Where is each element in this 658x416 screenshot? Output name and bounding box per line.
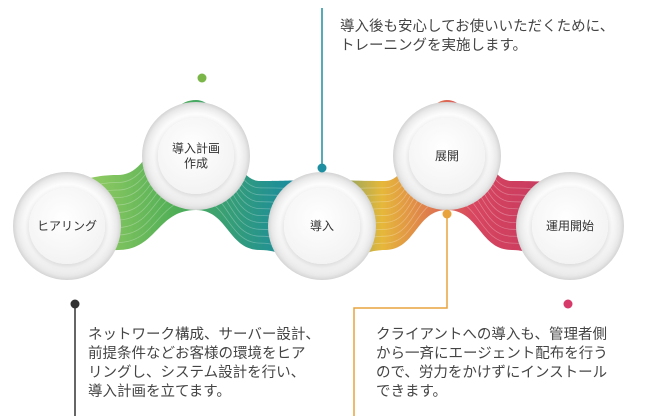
step-label: 導入計画作成 — [172, 141, 220, 171]
step-disc — [158, 118, 234, 194]
step-node-1: ヒアリング — [13, 172, 121, 280]
step-label: 運用開始 — [546, 219, 594, 233]
green-accent-dot — [197, 73, 207, 83]
hearing-description: ネットワーク構成、サーバー設計、 前提条件などお客様の環境をヒア リングし、シス… — [88, 327, 320, 400]
connector-left-dot — [70, 299, 80, 309]
step-disc — [532, 188, 608, 264]
step-disc — [29, 188, 105, 264]
step-disc — [409, 118, 485, 194]
step-node-3: 導入 — [268, 172, 376, 280]
step-label: 導入 — [310, 219, 334, 233]
step-label: ヒアリング — [37, 219, 97, 233]
step-node-4: 展開 — [393, 102, 501, 210]
step-node-5: 運用開始 — [516, 172, 624, 280]
step-node-2: 導入計画作成 — [142, 102, 250, 210]
step-disc — [284, 188, 360, 264]
deployment-description: クライアントへの導入も、管理者側 から一斉にエージェント配布を行う ので、労力を… — [376, 327, 608, 400]
pink-accent-dot — [563, 299, 573, 309]
step-label: 展開 — [435, 149, 459, 163]
connector-top-dot — [317, 163, 327, 173]
connector-right-line — [353, 216, 448, 416]
connector-right-dot — [442, 209, 452, 219]
callout-connectors — [70, 8, 573, 416]
training-description: 導入後も安心してお使いいただくために、 トレーニングを実施します。 — [340, 19, 615, 54]
